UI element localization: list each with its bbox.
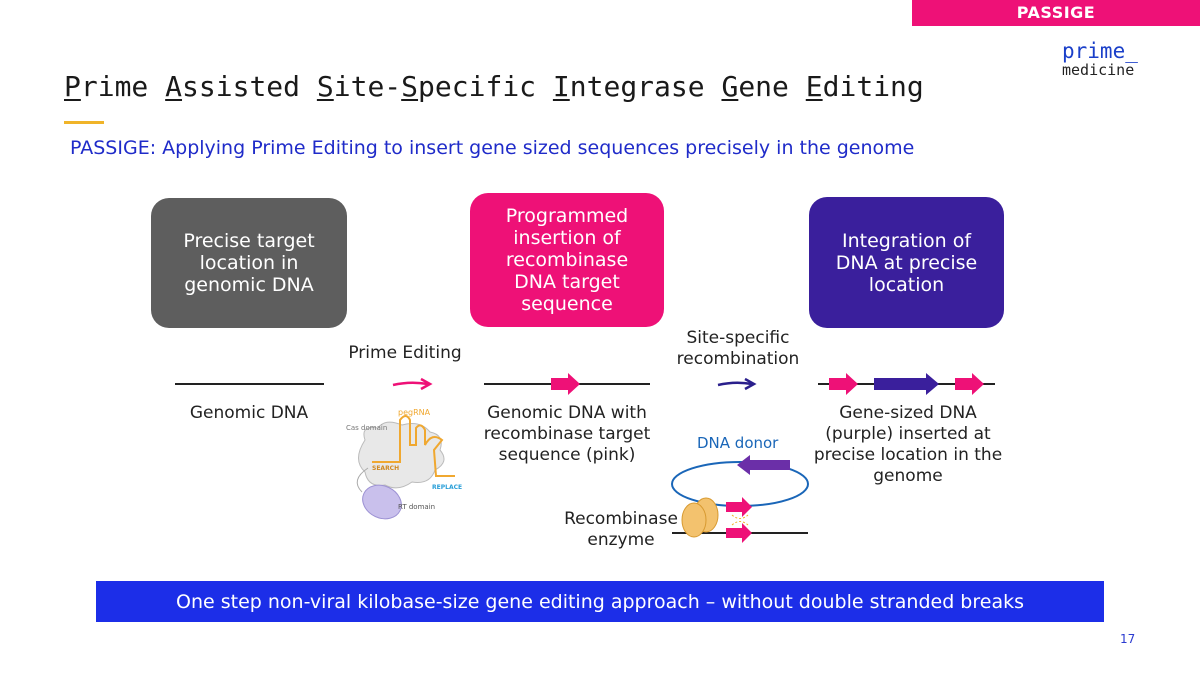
cas-domain-shape xyxy=(358,421,445,489)
crossover-lines xyxy=(731,514,749,526)
pink-target-arrow-icon xyxy=(551,373,580,395)
step-box-integration: Integration of DNA at precise location xyxy=(809,197,1004,328)
donor-purple-arrow-icon xyxy=(737,455,790,475)
step-label: Integration of DNA at precise location xyxy=(835,229,978,296)
genomic-site-arrow-icon xyxy=(726,523,752,543)
rt-domain-label: RT domain xyxy=(398,503,435,511)
prime-editor-illustration xyxy=(356,415,455,520)
genomic-dna-label: Genomic DNA xyxy=(189,403,309,423)
title-word-rest: pecific xyxy=(418,70,553,103)
logo-medicine: medicine xyxy=(1062,61,1135,79)
prime-editing-label: Prime Editing xyxy=(348,343,462,363)
title-word-rest: ntegrase xyxy=(569,70,722,103)
site-specific-label: Site-specific recombination xyxy=(676,328,800,369)
prime-editing-arrow-icon xyxy=(392,381,429,387)
pegrna-strand xyxy=(372,415,455,477)
title-initial: I xyxy=(552,70,570,103)
donor-site-arrow-icon xyxy=(726,497,752,517)
recombination-arrow-icon xyxy=(717,381,753,387)
title-initial: A xyxy=(165,70,183,103)
title-word-rest: ene xyxy=(738,70,806,103)
prime-editing-arrowhead-icon xyxy=(420,377,433,391)
step-label: Programmed insertion of recombinase DNA … xyxy=(505,205,629,315)
title-initial: S xyxy=(401,70,419,103)
recombinase-enzyme-label: Recombinase enzyme xyxy=(564,509,678,550)
integrated-dna-label: Gene-sized DNA (purple) inserted at prec… xyxy=(813,403,1003,486)
recombination-arrowhead-icon xyxy=(744,377,757,391)
linker-line xyxy=(356,467,369,493)
step-box-programmed-insertion: Programmed insertion of recombinase DNA … xyxy=(470,193,664,327)
replace-label: REPLACE xyxy=(432,484,462,491)
recombinase-subunit-1 xyxy=(681,502,707,538)
summary-banner: One step non-viral kilobase-size gene ed… xyxy=(96,581,1104,622)
title-initial: S xyxy=(316,70,334,103)
rt-domain-shape xyxy=(362,484,402,520)
title-initial: P xyxy=(64,70,81,103)
step-box-target-location: Precise target location in genomic DNA xyxy=(151,198,347,328)
cas-domain-label: Cas domain xyxy=(346,424,387,432)
dna-donor-label: DNA donor xyxy=(697,434,779,452)
page-title: Prime Assisted Site-Specific Integrase G… xyxy=(64,70,924,103)
title-word-rest: rime xyxy=(80,70,166,103)
page-number: 17 xyxy=(1120,632,1136,646)
title-accent-line xyxy=(64,121,104,124)
pink-site-left-icon xyxy=(829,373,858,395)
section-tag: PASSIGE xyxy=(912,0,1200,26)
title-initial: E xyxy=(805,70,823,103)
search-label: SEARCH xyxy=(372,465,399,472)
title-initial: G xyxy=(721,70,739,103)
logo-prime: prime_ xyxy=(1062,39,1138,63)
step-label: Precise target location in genomic DNA xyxy=(183,230,315,296)
purple-gene-arrow-icon xyxy=(874,373,939,395)
pegrna-label: pegRNA xyxy=(398,408,431,417)
target-dna-label: Genomic DNA with recombinase target sequ… xyxy=(483,403,651,465)
pink-site-right-icon xyxy=(955,373,984,395)
title-word-rest: ite- xyxy=(333,70,402,103)
subtitle: PASSIGE: Applying Prime Editing to inser… xyxy=(70,137,915,159)
summary-text: One step non-viral kilobase-size gene ed… xyxy=(176,590,1024,613)
title-word-rest: ssisted xyxy=(182,70,317,103)
title-word-rest: diting xyxy=(822,70,924,103)
